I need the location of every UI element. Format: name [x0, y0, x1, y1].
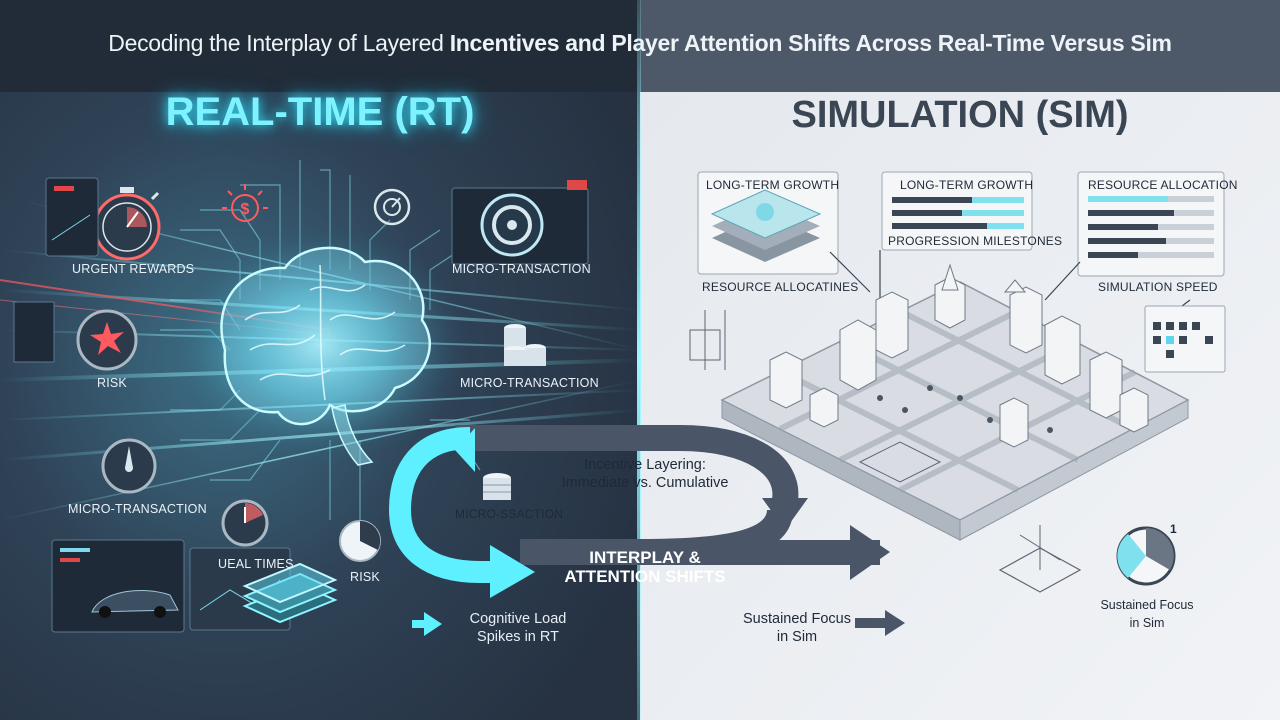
timer-pie-icon-sim: 1	[1116, 522, 1177, 586]
label-resource-allocatines: RESOURCE ALLOCATINES	[702, 280, 859, 294]
label-micro-transaction-mid: MICRO-TRANSACTION	[460, 376, 599, 390]
target-dial-icon	[451, 180, 589, 265]
title-prefix: Decoding the Interplay of Layered	[108, 30, 450, 56]
interplay-loop-arrow	[388, 425, 890, 598]
label-progression-milestones: PROGRESSION MILESTONES	[888, 234, 1063, 248]
label-simulation-speed: SIMULATION SPEED	[1098, 280, 1218, 294]
car-dashboard-screen	[51, 539, 185, 633]
label-ueal-times: UEAL TIMES	[218, 557, 294, 571]
label-sustained-focus-right: Sustained Focus in Sim	[1100, 598, 1194, 630]
page-title: Decoding the Interplay of Layered Incent…	[0, 30, 1280, 57]
label-interplay-attention: INTERPLAY & ATTENTION SHIFTS	[564, 548, 726, 586]
pie-risk-icon	[339, 520, 381, 562]
label-micro-transaction-low: MICRO-TRANSACTION	[68, 502, 207, 516]
label-risk-low: RISK	[350, 570, 380, 584]
platform-structure	[998, 525, 1082, 593]
sim-card-growth-1	[697, 171, 839, 275]
screen-thumb-top-left	[45, 177, 99, 257]
small-arrows	[412, 610, 905, 636]
risk-burst-icon	[13, 301, 138, 371]
rt-heading: REAL-TIME (RT)	[165, 90, 475, 134]
svg-text:1: 1	[1170, 522, 1177, 536]
label-cognitive-load: Cognitive Load Spikes in RT	[469, 611, 567, 645]
svg-text:$: $	[241, 201, 250, 218]
layers-icon-rt	[242, 562, 338, 624]
brain-icon	[170, 225, 470, 466]
coin-stack-center	[483, 473, 511, 500]
label-long-term-growth-2: LONG-TERM GROWTH	[900, 178, 1034, 192]
speed-control-panel	[1144, 305, 1226, 373]
compass-dial-icon	[101, 438, 157, 494]
label-long-term-growth-1: LONG-TERM GROWTH	[706, 178, 840, 192]
gauge-icon-top	[373, 188, 411, 226]
title-emphasis: Incentives and Player Attention Shifts A…	[449, 30, 1172, 56]
sim-card-resource	[1077, 171, 1225, 277]
label-risk-left: RISK	[97, 376, 127, 390]
sim-heading: SIMULATION (SIM)	[791, 94, 1129, 136]
label-sustained-focus-bottom: Sustained Focus in Sim	[742, 611, 851, 645]
label-urgent-rewards: URGENT REWARDS	[72, 262, 195, 276]
dollar-icon: $	[222, 184, 268, 222]
label-incentive-layering: Incentive Layering: Immediate vs. Cumula…	[561, 457, 729, 491]
timer-dial-icon	[221, 499, 269, 547]
isometric-city	[689, 263, 1190, 541]
label-resource-allocation: RESOURCE ALLOCATION	[1088, 178, 1238, 192]
label-micro-ssaction: MICRO-SSACTION	[455, 507, 564, 521]
coin-stack-icon	[504, 324, 546, 366]
label-micro-transaction-top: MICRO-TRANSACTION	[452, 262, 591, 276]
sim-card-growth-2	[881, 171, 1033, 251]
